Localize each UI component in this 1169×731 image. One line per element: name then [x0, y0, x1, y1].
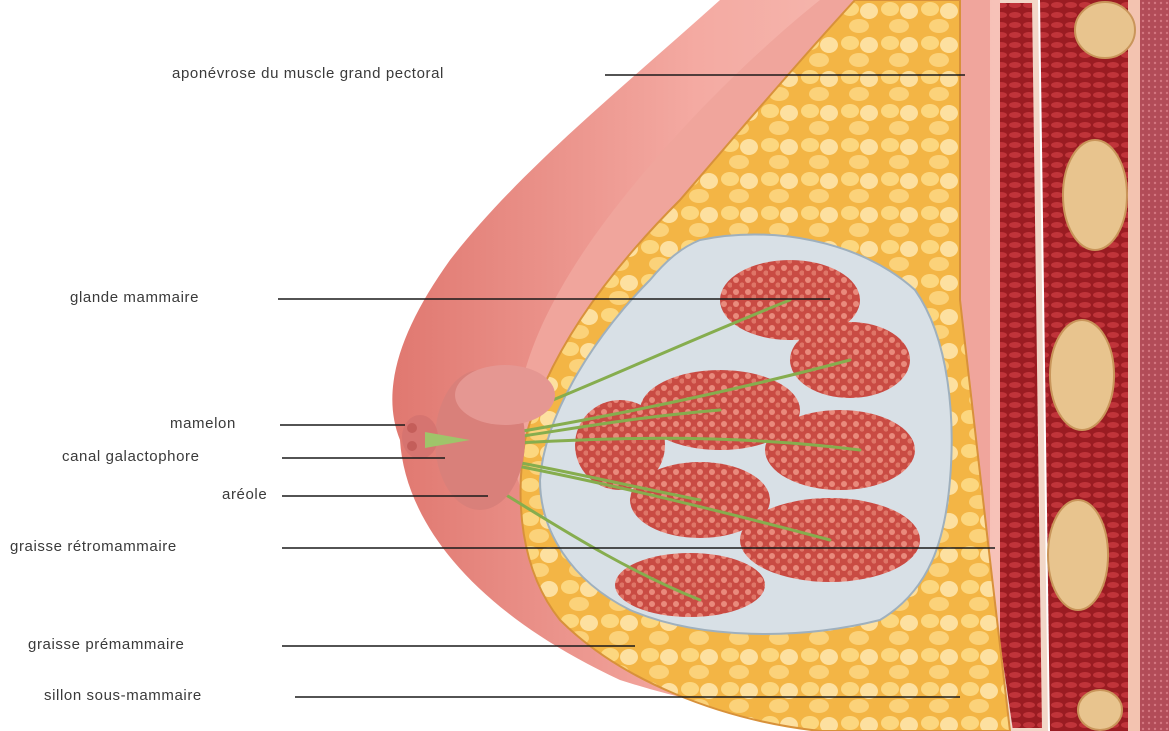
- label-canal-galactophore: canal galactophore: [62, 449, 200, 465]
- label-aponevrose: aponévrose du muscle grand pectoral: [172, 66, 444, 82]
- label-areole: aréole: [222, 487, 267, 503]
- label-graisse-retromammaire: graisse rétromammaire: [10, 539, 177, 555]
- label-glande-mammaire: glande mammaire: [70, 290, 199, 306]
- label-mamelon: mamelon: [170, 416, 236, 432]
- label-graisse-premammaire: graisse prémammaire: [28, 637, 184, 653]
- label-sillon-sous-mammaire: sillon sous-mammaire: [44, 688, 202, 704]
